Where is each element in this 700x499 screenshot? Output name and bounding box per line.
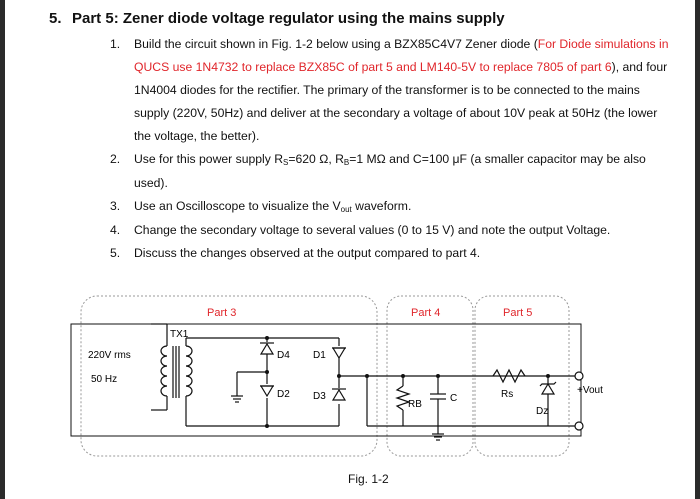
document-page: 5. Part 5: Zener diode voltage regulator … bbox=[5, 0, 695, 499]
list-item-2: 2. Use for this power supply RS=620 Ω, R… bbox=[110, 148, 675, 195]
section-title: Part 5: Zener diode voltage regulator us… bbox=[72, 10, 505, 27]
zener-diode-dz bbox=[438, 375, 575, 427]
item-text-continued: waveform. bbox=[351, 199, 412, 213]
item-number: 1. bbox=[110, 37, 121, 51]
list-item-4: 4. Change the secondary voltage to sever… bbox=[110, 219, 675, 242]
figure-caption: Fig. 1-2 bbox=[348, 472, 389, 486]
item-number: 2. bbox=[110, 152, 121, 166]
item-number: 3. bbox=[110, 199, 121, 213]
diode-d2 bbox=[259, 385, 275, 398]
instruction-list: 1. Build the circuit shown in Fig. 1-2 b… bbox=[110, 33, 675, 265]
d2-label: D2 bbox=[277, 389, 290, 400]
mains-voltage-label: 220V rms bbox=[88, 350, 131, 361]
d3-label: D3 bbox=[313, 391, 326, 402]
item-text: Use for this power supply R bbox=[134, 152, 284, 166]
part3-outline bbox=[80, 295, 378, 457]
diode-d4 bbox=[259, 342, 275, 355]
mains-frequency-label: 50 Hz bbox=[91, 374, 117, 385]
resistor-rb bbox=[367, 376, 438, 427]
dz-label: Dz bbox=[536, 406, 548, 417]
item-number: 5. bbox=[110, 246, 121, 260]
list-item-5: 5. Discuss the changes observed at the o… bbox=[110, 242, 675, 265]
item-text-end: =1 MΩ and C=100 μF (a smaller capacitor … bbox=[134, 152, 646, 190]
subscript-s: S bbox=[283, 158, 289, 167]
subscript-out: out bbox=[340, 205, 352, 214]
bridge-wiring bbox=[186, 337, 548, 427]
d1-label: D1 bbox=[313, 350, 326, 361]
item-text: Discuss the changes observed at the outp… bbox=[134, 246, 481, 260]
right-frame-edge bbox=[695, 0, 700, 499]
part4-label: Part 4 bbox=[411, 307, 440, 319]
section-number: 5. bbox=[49, 10, 62, 27]
qucs-note: For Diode simulations in QUCS use 1N4732… bbox=[134, 37, 669, 74]
rb-label: RB bbox=[408, 399, 422, 410]
transformer-label: TX1 bbox=[170, 329, 189, 340]
subscript-b: B bbox=[343, 158, 350, 167]
section-heading: 5. Part 5: Zener diode voltage regulator … bbox=[49, 10, 505, 27]
circuit-diagram: Part 3 Part 4 Part 5 220V rms 50 Hz TX1 bbox=[70, 295, 603, 457]
part5-label: Part 5 bbox=[503, 307, 532, 319]
item-text-continued: =620 Ω, R bbox=[288, 152, 344, 166]
vout-label: +Vout bbox=[577, 385, 603, 396]
diode-d1 bbox=[331, 347, 347, 360]
item-text: Build the circuit shown in Fig. 1-2 belo… bbox=[134, 37, 538, 51]
vout-terminal bbox=[574, 371, 584, 381]
rs-label: Rs bbox=[501, 389, 513, 400]
item-text-continued: ), and four 1N4004 diodes for the rectif… bbox=[134, 60, 668, 143]
item-text: Change the secondary voltage to several … bbox=[134, 223, 611, 237]
diode-d3 bbox=[331, 388, 347, 401]
item-text: Use an Oscilloscope to visualize the V bbox=[134, 199, 341, 213]
ground-terminal bbox=[574, 421, 584, 431]
list-item-1: 1. Build the circuit shown in Fig. 1-2 b… bbox=[110, 33, 675, 148]
transformer bbox=[151, 323, 193, 426]
part3-label: Part 3 bbox=[207, 307, 236, 319]
capacitor-c bbox=[430, 376, 446, 441]
list-item-3: 3. Use an Oscilloscope to visualize the … bbox=[110, 195, 675, 219]
junction-dots bbox=[265, 336, 550, 428]
d4-label: D4 bbox=[277, 350, 290, 361]
item-number: 4. bbox=[110, 223, 121, 237]
c-label: C bbox=[450, 393, 457, 404]
left-frame-edge bbox=[0, 0, 5, 499]
resistor-rs bbox=[492, 368, 526, 384]
